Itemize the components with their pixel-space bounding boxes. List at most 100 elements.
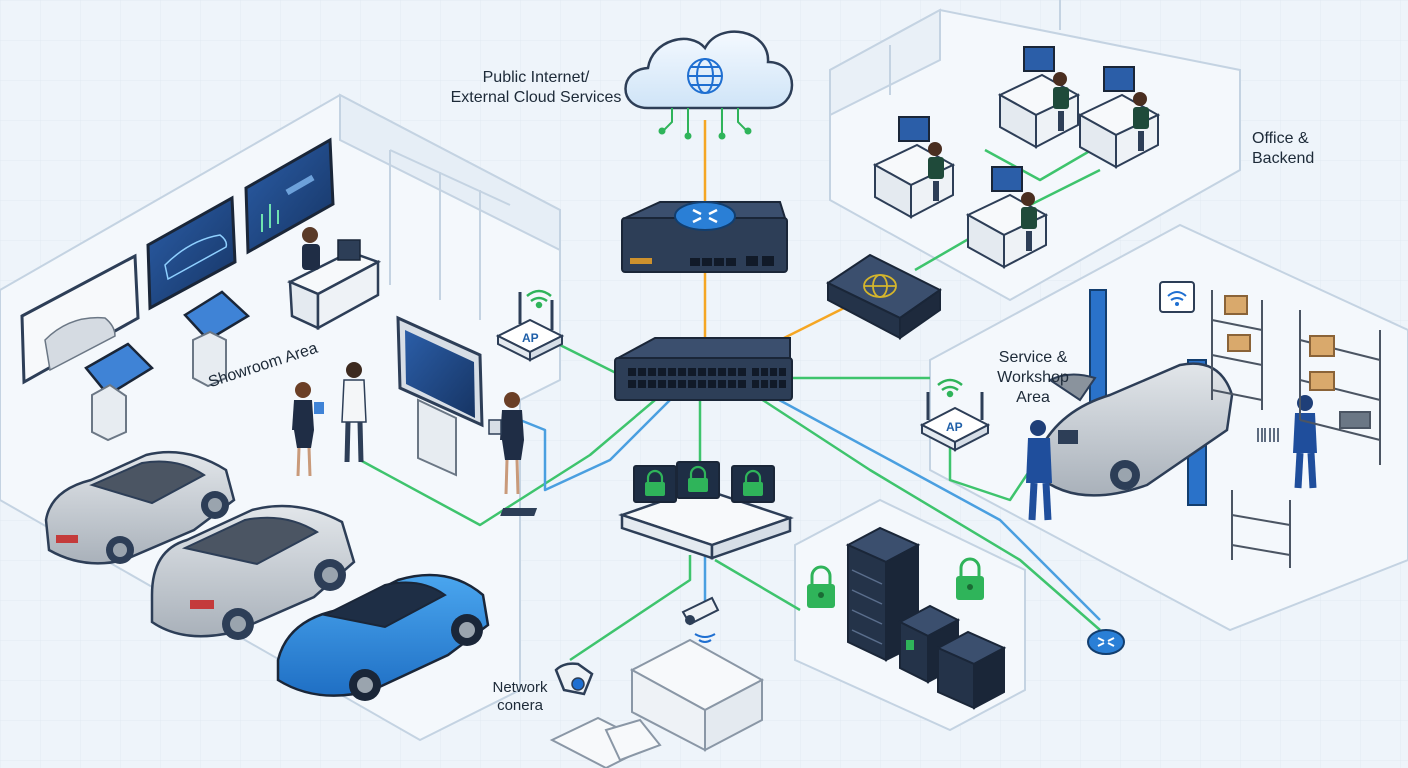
globe-icon	[687, 58, 723, 94]
showroom-ap-cable	[559, 343, 621, 377]
switch-port	[718, 368, 726, 376]
switch-port	[678, 368, 686, 376]
switch-port	[668, 368, 676, 376]
server-cable	[714, 558, 801, 612]
switch-port	[728, 368, 736, 376]
switch-port	[738, 368, 746, 376]
remote-router-node[interactable]	[1087, 629, 1125, 655]
showroom-ap[interactable]: AP	[495, 289, 565, 362]
padlock-icon	[688, 478, 708, 492]
router-icon	[674, 201, 736, 231]
office-label-line2: Backend	[1252, 150, 1315, 167]
switch-uplink-port	[761, 368, 768, 376]
soc-monitors	[633, 461, 775, 503]
showroom-people	[292, 362, 524, 495]
switch-port	[668, 380, 676, 388]
switch-port	[698, 368, 706, 376]
security-camera-icon[interactable]	[554, 662, 594, 696]
service-ap-label: AP	[946, 420, 963, 434]
switch-port	[688, 368, 696, 376]
soc-monitor	[731, 465, 775, 503]
remote-cable	[754, 393, 1101, 631]
lounge-table	[549, 716, 662, 768]
security-camera-ceiling[interactable]	[681, 596, 720, 643]
office-workstation	[872, 116, 956, 219]
cloud-label: Public Internet/ External Cloud Services	[440, 68, 632, 108]
service-label-line1: Service &	[998, 349, 1068, 366]
digital-signage	[396, 315, 484, 477]
remote-poe-cable	[769, 393, 1101, 621]
switch-uplink-port	[779, 380, 786, 388]
office-cable-2	[984, 143, 1101, 182]
cloud-label-line2: External Cloud Services	[450, 89, 622, 106]
switch-port	[638, 380, 646, 388]
office-room	[829, 0, 1241, 302]
service-label-line3: Area	[1016, 389, 1050, 406]
office-monitor	[1103, 66, 1135, 92]
network-cables	[359, 120, 1101, 662]
cloud-label-line1: Public Internet/	[482, 69, 590, 86]
reception-desk	[287, 227, 382, 331]
switch-port	[708, 368, 716, 376]
switch-port	[688, 380, 696, 388]
switch-port	[658, 380, 666, 388]
parts-shelves	[1211, 290, 1381, 568]
camera-label-line1: Network	[492, 679, 548, 696]
switch-port	[648, 380, 656, 388]
office-monitor	[898, 116, 930, 142]
service-label-line2: Workshop	[997, 369, 1069, 386]
switch-ports	[628, 368, 786, 388]
switch-port	[648, 368, 656, 376]
padlock-icon	[956, 557, 984, 600]
switch-uplink-port	[752, 380, 759, 388]
car-blue-coupe[interactable]	[276, 573, 490, 701]
padlock-icon	[743, 482, 763, 496]
switch-port	[728, 380, 736, 388]
wifi-icon	[526, 289, 552, 309]
lounge-sofa	[629, 638, 765, 752]
camera-label: Network conera	[484, 679, 556, 715]
person-customer	[341, 362, 367, 463]
switch-port	[628, 380, 636, 388]
switch-port	[738, 380, 746, 388]
globe-firewall-icon	[863, 274, 897, 298]
switch-port	[628, 368, 636, 376]
camera-cable	[569, 555, 692, 662]
showroom-cable	[359, 399, 656, 527]
switch-uplink-port	[770, 380, 777, 388]
car-silver-sedan	[44, 450, 236, 565]
wifi-icon	[937, 378, 963, 398]
core-switch[interactable]	[614, 337, 793, 401]
office-workstation	[965, 166, 1049, 269]
workshop-car	[1035, 362, 1234, 497]
person-consultant	[488, 392, 524, 495]
office-workstation	[997, 46, 1081, 149]
car-silver-suv	[150, 504, 356, 640]
cloud-connector-lines	[658, 108, 752, 140]
switch-port	[718, 380, 726, 388]
security-ops-desk[interactable]	[500, 461, 794, 560]
camera-label-line2: conera	[497, 697, 543, 714]
firewall-appliance[interactable]	[825, 253, 942, 340]
showroom-wall-screens	[20, 137, 335, 385]
cloud[interactable]	[624, 30, 794, 140]
workshop-cable-2	[948, 440, 1032, 502]
showroom-poe-cable	[519, 399, 671, 492]
soc-monitor	[633, 465, 677, 503]
switch-uplink-port	[752, 368, 759, 376]
service-ap[interactable]: AP	[919, 378, 991, 452]
padlock-icon	[807, 565, 835, 608]
person-saleswoman	[292, 382, 324, 477]
core-router[interactable]	[621, 201, 788, 273]
switch-port	[638, 368, 646, 376]
office-monitor	[991, 166, 1023, 192]
showroom-ap-label: AP	[522, 331, 539, 345]
switch-port	[658, 368, 666, 376]
workshop-wifi-sign	[1159, 281, 1195, 313]
office-workstation	[1077, 66, 1161, 169]
office-workstations	[872, 46, 1161, 269]
switch-uplink-port	[770, 368, 777, 376]
office-label: Office & Backend	[1252, 129, 1314, 169]
